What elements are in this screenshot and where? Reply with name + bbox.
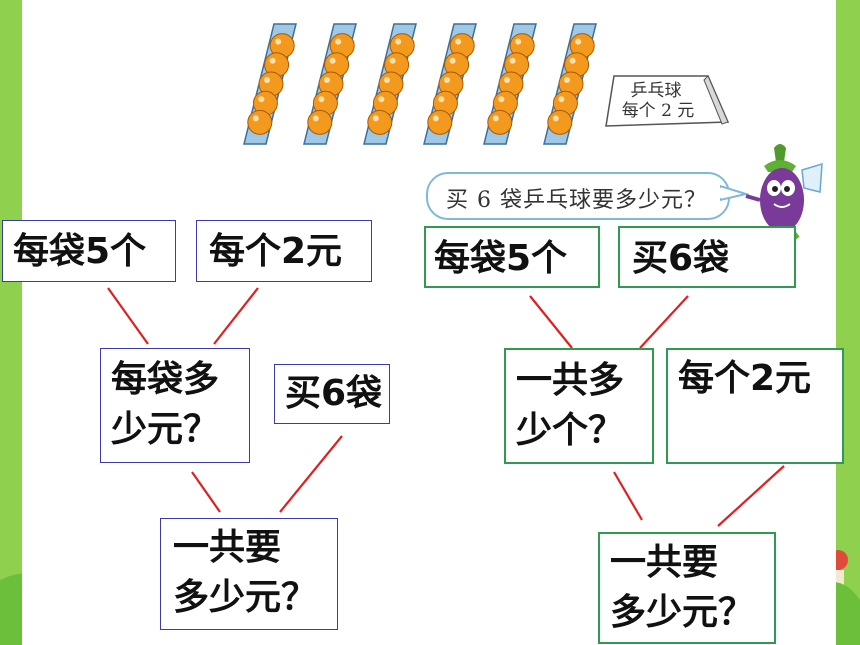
ball-highlight xyxy=(575,38,582,45)
right-node-ball-count-line1: 一共多 xyxy=(516,360,625,401)
ball-highlight xyxy=(275,38,282,45)
left-node-total-line2: 多少元？ xyxy=(173,577,318,618)
ball-highlight xyxy=(378,96,385,103)
ball-highlight xyxy=(438,96,445,103)
ball-highlight xyxy=(324,77,330,83)
ball-highlight xyxy=(318,96,325,103)
ping-pong-bags-illustration xyxy=(243,23,597,145)
ball-highlight xyxy=(372,115,379,122)
ball-highlight xyxy=(252,115,259,122)
ball-highlight xyxy=(552,115,559,122)
ball-highlight xyxy=(504,77,510,83)
left-node-price: 每个2元 xyxy=(196,220,372,282)
left-node-bag-cost-line1: 每袋多 xyxy=(111,359,220,400)
ball-highlight xyxy=(444,77,450,83)
eggplant-character-icon xyxy=(745,144,823,240)
right-node-buy-bags-text: 买6袋 xyxy=(632,238,730,279)
ball-highlight xyxy=(264,77,270,83)
sign-line-1: 乒乓球 xyxy=(631,81,682,101)
left-node-total: 一共要 多少元？ xyxy=(160,518,338,630)
right-node-per-bag-text: 每袋5个 xyxy=(434,238,568,279)
right-node-total-line1: 一共要 xyxy=(610,542,719,583)
ball-highlight xyxy=(389,57,396,64)
ball-bag xyxy=(243,23,297,145)
ball-highlight xyxy=(258,96,265,103)
bubble-tail xyxy=(720,184,750,202)
ball-highlight xyxy=(558,96,565,103)
sign-line-2: 每个 2 元 xyxy=(622,101,695,121)
right-node-ball-count-line2: 少个？ xyxy=(516,410,625,451)
ball-highlight xyxy=(455,38,462,45)
price-sign: 乒乓球 每个 2 元 xyxy=(605,75,730,127)
right-line-1 xyxy=(529,295,573,349)
left-node-per-bag-text: 每袋5个 xyxy=(13,231,147,272)
ball-highlight xyxy=(564,77,570,83)
left-node-bag-cost-line2: 少元？ xyxy=(111,409,220,450)
ball-highlight xyxy=(492,115,499,122)
left-node-bag-cost: 每袋多 少元？ xyxy=(100,348,250,463)
ball-bag xyxy=(423,23,477,145)
ball-highlight xyxy=(384,77,390,83)
left-node-price-text: 每个2元 xyxy=(209,231,343,272)
right-node-price-text: 每个2元 xyxy=(678,358,812,399)
right-node-per-bag: 每袋5个 xyxy=(424,226,600,288)
right-line-4 xyxy=(717,465,785,527)
right-line-3 xyxy=(613,471,643,521)
ball-bag xyxy=(303,23,357,145)
right-node-buy-bags: 买6袋 xyxy=(618,226,796,288)
left-node-total-line1: 一共要 xyxy=(173,527,282,568)
question-bubble: 买 6 袋乒乓球要多少元？ xyxy=(426,172,730,220)
ball-bag xyxy=(483,23,537,145)
ball-highlight xyxy=(515,38,522,45)
right-node-price: 每个2元 xyxy=(666,348,844,464)
left-node-buy-bags-text: 买6袋 xyxy=(285,373,383,414)
ball-highlight xyxy=(498,96,505,103)
right-node-total: 一共要 多少元？ xyxy=(598,532,776,644)
left-line-3 xyxy=(191,471,221,513)
left-line-1 xyxy=(107,287,149,345)
ball-highlight xyxy=(269,57,276,64)
right-node-total-line2: 多少元？ xyxy=(610,592,755,633)
question-text: 买 6 袋乒乓球要多少元？ xyxy=(446,188,707,213)
ball-highlight xyxy=(329,57,336,64)
ball-highlight xyxy=(335,38,342,45)
ball-highlight xyxy=(395,38,402,45)
ball-highlight xyxy=(432,115,439,122)
ball-highlight xyxy=(449,57,456,64)
ball-bag xyxy=(543,23,597,145)
left-line-4 xyxy=(279,435,343,513)
ball-highlight xyxy=(509,57,516,64)
left-line-2 xyxy=(213,287,259,345)
ball-highlight xyxy=(312,115,319,122)
left-node-per-bag: 每袋5个 xyxy=(2,220,176,282)
ball-bag xyxy=(363,23,417,145)
right-line-2 xyxy=(639,295,689,349)
right-node-ball-count: 一共多 少个？ xyxy=(504,348,654,464)
left-node-buy-bags: 买6袋 xyxy=(274,364,390,424)
ball-highlight xyxy=(569,57,576,64)
